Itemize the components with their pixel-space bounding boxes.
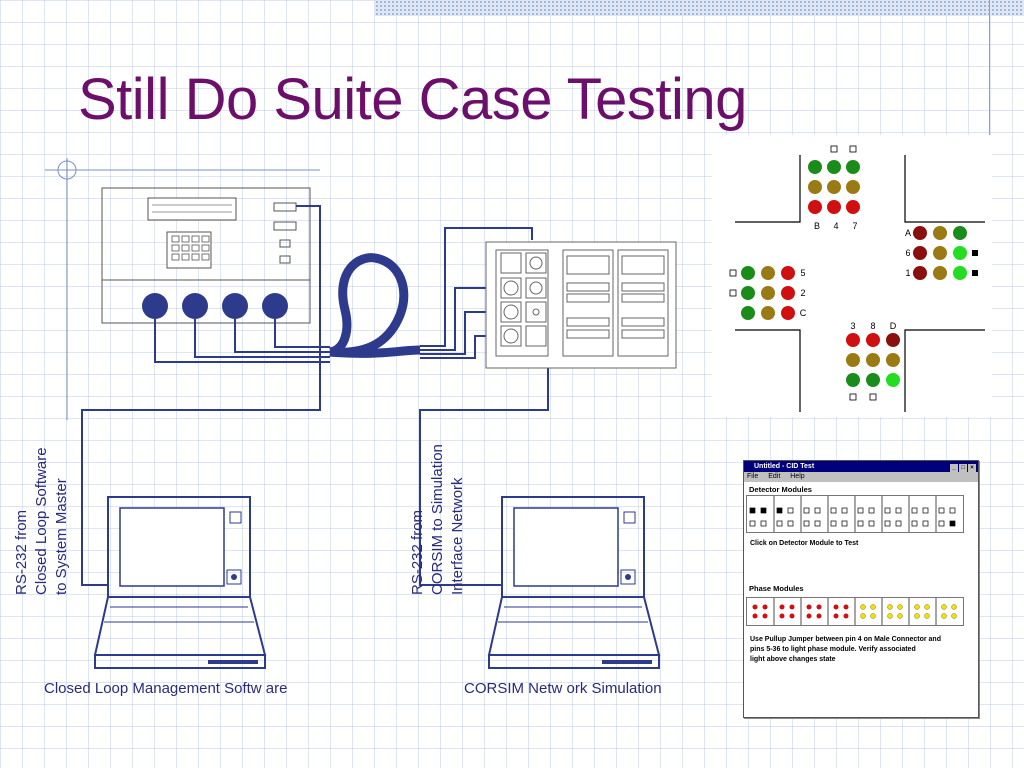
wiring bbox=[81, 205, 549, 586]
close-icon[interactable]: × bbox=[968, 464, 976, 472]
slide-title: Still Do Suite Case Testing bbox=[78, 67, 747, 132]
window-titlebar[interactable]: Untitled - CID Test _□× bbox=[744, 461, 978, 472]
cid-test-window: Untitled - CID Test _□× File Edit Help D… bbox=[743, 460, 979, 718]
south-label-1: 8 bbox=[870, 321, 875, 331]
left-rs232-label: RS-232 from Closed Loop Software to Syst… bbox=[13, 447, 70, 595]
north-signals: B 4 7 bbox=[808, 145, 860, 231]
north-label-1: 4 bbox=[833, 221, 838, 231]
east-signals: A 6 1 bbox=[905, 226, 978, 280]
minimize-icon[interactable]: _ bbox=[950, 464, 958, 472]
detector-hint: Click on Detector Module to Test bbox=[750, 540, 859, 547]
crosshair-decor bbox=[45, 158, 320, 420]
detector-grid[interactable] bbox=[746, 495, 964, 533]
detector-modules[interactable] bbox=[747, 496, 963, 532]
west-signals: 5 2 C bbox=[729, 266, 807, 320]
menu-help[interactable]: Help bbox=[790, 473, 805, 480]
east-label-1: 6 bbox=[905, 248, 910, 258]
menu-file[interactable]: File bbox=[747, 473, 759, 480]
phase-grid[interactable] bbox=[746, 597, 964, 626]
intersection-panel: B 4 7 A 6 1 5 2 C bbox=[712, 135, 992, 417]
interface-rack bbox=[485, 241, 677, 369]
menu-bar: File Edit Help bbox=[744, 472, 978, 482]
top-decor-band bbox=[375, 0, 1024, 16]
phase-heading: Phase Modules bbox=[749, 584, 804, 593]
west-label-2: C bbox=[800, 308, 807, 318]
north-label-2: 7 bbox=[852, 221, 857, 231]
left-caption: Closed Loop Management Softw are bbox=[44, 680, 288, 697]
controller-connectors bbox=[142, 293, 288, 319]
east-label-0: A bbox=[905, 228, 911, 238]
menu-edit[interactable]: Edit bbox=[768, 473, 781, 480]
west-label-1: 2 bbox=[800, 288, 805, 298]
south-signals: 3 8 D bbox=[846, 321, 900, 401]
right-caption: CORSIM Netw ork Simulation bbox=[464, 680, 662, 697]
south-label-0: 3 bbox=[850, 321, 855, 331]
right-rs232-label: RS-232 from CORSIM to Simulation Interfa… bbox=[409, 444, 466, 595]
detector-heading: Detector Modules bbox=[749, 485, 812, 494]
maximize-icon[interactable]: □ bbox=[959, 464, 967, 472]
instructions: Use Pullup Jumper between pin 4 on Male … bbox=[750, 636, 941, 663]
laptop-left bbox=[93, 496, 267, 669]
keypad bbox=[171, 235, 210, 261]
south-label-2: D bbox=[890, 321, 897, 331]
west-label-0: 5 bbox=[800, 268, 805, 278]
north-label-0: B bbox=[814, 221, 820, 231]
decor-vertical-line bbox=[989, 0, 990, 135]
window-title: Untitled - CID Test bbox=[754, 463, 815, 470]
east-label-2: 1 bbox=[905, 268, 910, 278]
laptop-right bbox=[487, 496, 661, 669]
phase-modules[interactable] bbox=[747, 598, 963, 625]
